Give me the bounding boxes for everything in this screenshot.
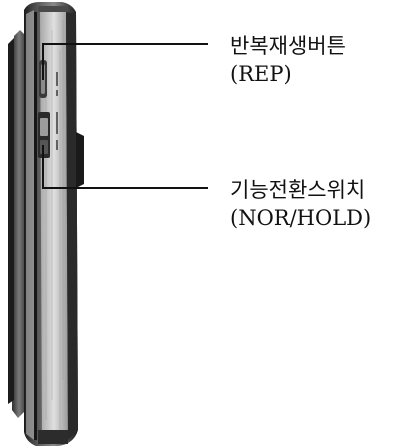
repeat-button-callout: 반복재생버튼 (REP)	[230, 32, 346, 88]
function-switch-name: 기능전환스위치	[230, 178, 366, 202]
repeat-button-leader-line	[42, 43, 208, 80]
function-switch-callout: 기능전환스위치 (NOR/HOLD)	[230, 176, 371, 232]
function-switch-leader-line	[42, 145, 208, 189]
hold-switch-icon	[38, 112, 50, 158]
device-body	[24, 2, 78, 446]
function-switch-code: (NOR/HOLD)	[230, 206, 372, 230]
belt-clip-icon	[8, 30, 26, 418]
callout-lines	[42, 43, 208, 189]
repeat-button-name: 반복재생버튼	[230, 34, 346, 58]
repeat-button-code: (REP)	[230, 62, 292, 86]
side-button-icon	[76, 132, 84, 188]
